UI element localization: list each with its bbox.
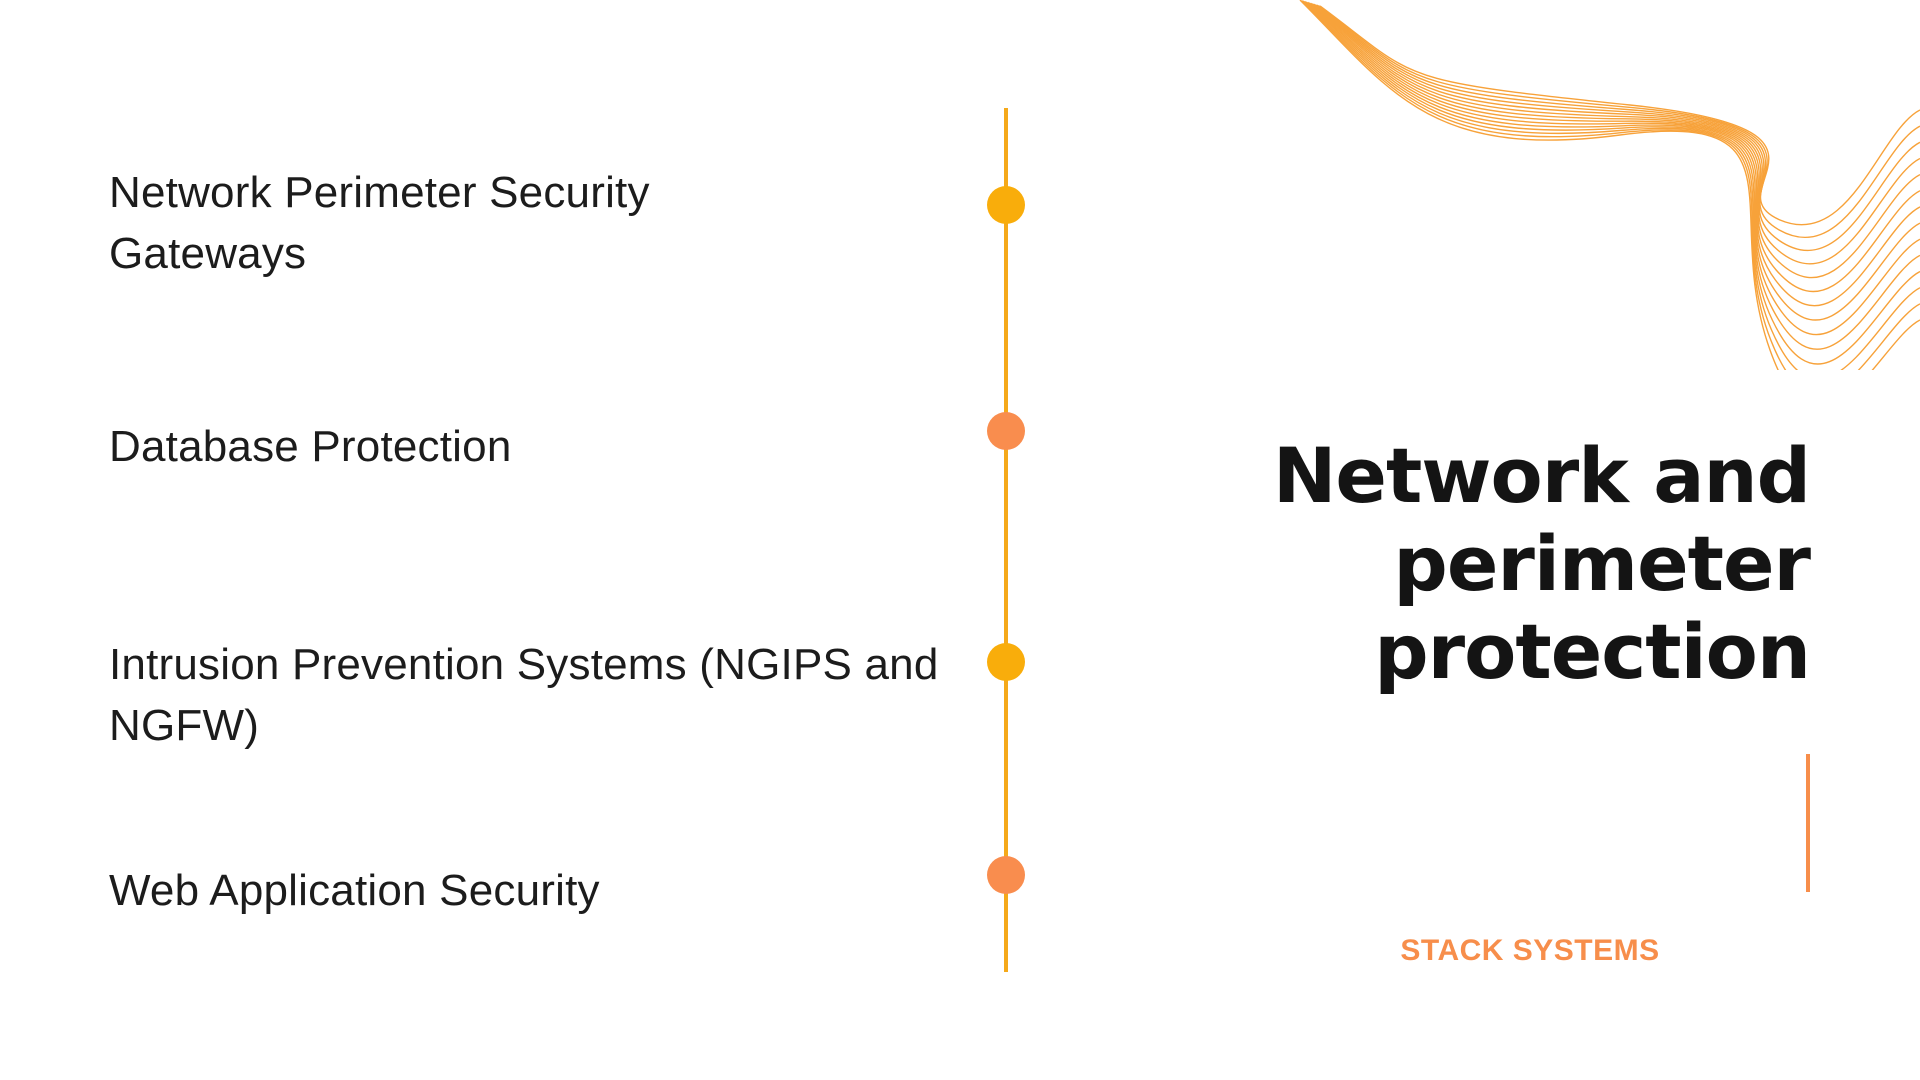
timeline-dot-4 (987, 856, 1025, 894)
wave-line (1308, 2, 1920, 321)
wave-line (1318, 4, 1920, 239)
wave-line (1313, 3, 1920, 279)
wave-line (1307, 1, 1920, 336)
timeline-dot-3 (987, 643, 1025, 681)
timeline-dot-2 (987, 412, 1025, 450)
brand-name: STACK SYSTEMS (1400, 934, 1660, 967)
wave-line (1319, 5, 1920, 226)
wave-line (1310, 2, 1920, 307)
timeline-item-intrusion-prevention: Intrusion Prevention Systems (NGIPS and … (109, 640, 939, 750)
wave-line (1311, 3, 1920, 292)
wave-line (1299, 0, 1920, 370)
wave-line (1305, 1, 1920, 350)
timeline-dot-1 (987, 186, 1025, 224)
timeline-item-network-perimeter: Network Perimeter Security Gateways (109, 168, 650, 278)
wave-line (1316, 4, 1920, 251)
wave-lines-icon (1299, 0, 1920, 370)
slide-title: Network and perimeter protection (1272, 431, 1811, 696)
timeline-item-database-protection: Database Protection (109, 422, 512, 471)
timeline-line (1004, 108, 1008, 972)
wave-line (1304, 0, 1920, 365)
accent-bar (1806, 754, 1810, 892)
wave-line (1314, 4, 1920, 265)
wave-line (1301, 0, 1920, 370)
timeline-item-web-application: Web Application Security (109, 866, 600, 915)
wave-line (1302, 0, 1920, 370)
